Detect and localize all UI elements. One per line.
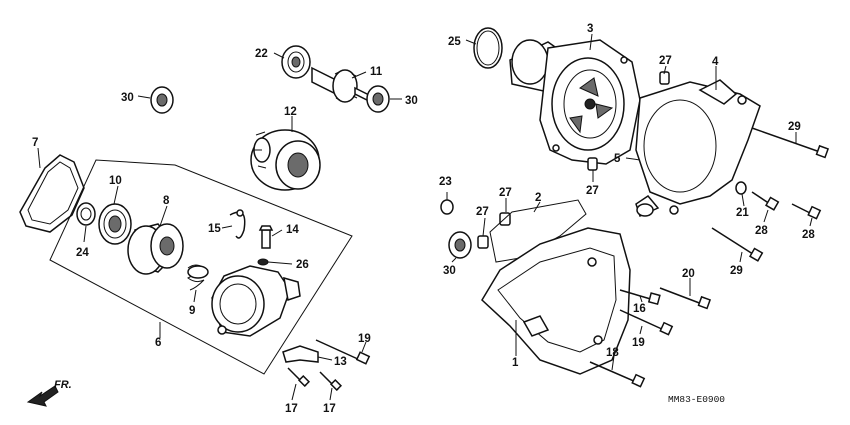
bolt-19-right — [619, 309, 674, 336]
clip-15 — [229, 209, 246, 239]
callout-29-b: 29 — [730, 265, 743, 277]
callout-27-c: 27 — [499, 187, 512, 199]
bearing-30-lower — [448, 231, 472, 259]
bracket-13 — [282, 345, 319, 363]
pump-housing — [211, 265, 301, 337]
callout-8: 8 — [163, 195, 170, 207]
bolt-16 — [619, 289, 661, 306]
bolt-28-upper — [751, 191, 780, 211]
callout-28-b: 28 — [802, 229, 815, 241]
seal-26 — [257, 258, 269, 266]
callout-22: 22 — [255, 48, 268, 60]
callout-5: 5 — [614, 153, 621, 165]
bolt-28-right — [791, 203, 822, 220]
dowel-27-d — [477, 235, 489, 249]
gear-assembly-12 — [250, 129, 321, 191]
callout-27-b: 27 — [586, 185, 599, 197]
callout-20: 20 — [682, 268, 695, 280]
callout-30-b: 30 — [405, 95, 418, 107]
pump-shaft-11 — [311, 66, 376, 106]
callout-13: 13 — [334, 356, 347, 368]
bolt-17-left — [287, 367, 311, 388]
callout-7: 7 — [32, 137, 38, 149]
bolt-20 — [659, 287, 712, 310]
callout-11: 11 — [370, 66, 383, 78]
callout-25: 25 — [448, 36, 461, 48]
callout-19-b: 19 — [632, 337, 645, 349]
callout-19-a: 19 — [358, 333, 371, 345]
seal-10 — [98, 203, 132, 245]
callout-14: 14 — [286, 224, 299, 236]
drum-8 — [127, 223, 184, 275]
front-arrow: FR. — [26, 379, 72, 407]
bearing-30-upper-right — [366, 85, 390, 113]
callout-21: 21 — [736, 207, 749, 219]
bolt-29-lower — [711, 227, 764, 262]
callout-16: 16 — [633, 303, 646, 315]
callout-23: 23 — [439, 176, 452, 188]
callout-3: 3 — [587, 23, 593, 35]
seal-24 — [76, 202, 96, 226]
cap-23 — [440, 199, 454, 215]
bolt-18 — [589, 361, 646, 388]
callout-30-a: 30 — [121, 92, 134, 104]
fitting-14 — [258, 225, 274, 249]
callout-26: 26 — [296, 259, 309, 271]
callout-17-a: 17 — [285, 403, 298, 415]
callout-30-c: 30 — [443, 265, 456, 277]
callout-2: 2 — [535, 192, 541, 204]
front-arrow-label: FR. — [54, 379, 72, 391]
gasket-7 — [19, 154, 85, 233]
callout-18: 18 — [606, 347, 619, 359]
gasket-2 — [489, 199, 587, 263]
callout-12: 12 — [284, 106, 297, 118]
callout-28-a: 28 — [755, 225, 768, 237]
callout-27-d: 27 — [476, 206, 489, 218]
bolt-17-right — [319, 371, 343, 392]
callout-1: 1 — [512, 357, 519, 369]
callout-10: 10 — [109, 175, 122, 187]
callout-17-b: 17 — [323, 403, 336, 415]
water-pump-body-3 — [509, 39, 641, 165]
dowel-27-b — [587, 157, 598, 171]
washer-21 — [735, 181, 747, 195]
callout-29-a: 29 — [788, 121, 801, 133]
drawing-code: MM83-E0900 — [668, 394, 725, 405]
assembly-box-6 — [49, 159, 353, 375]
callout-6: 6 — [155, 337, 161, 349]
bearing-22 — [281, 45, 311, 79]
callout-27-a: 27 — [659, 55, 672, 67]
callout-4: 4 — [712, 56, 719, 68]
callout-9: 9 — [189, 305, 195, 317]
callout-24: 24 — [76, 247, 89, 259]
leader-lines — [37, 33, 813, 401]
o-ring-25 — [473, 27, 503, 69]
pump-cover-4 — [635, 79, 761, 218]
callouts: 22 11 30 30 12 7 10 8 24 15 14 9 26 6 13… — [32, 23, 815, 415]
spring-9 — [187, 264, 209, 291]
bearing-30-upper-left — [150, 86, 174, 114]
cover-1 — [481, 227, 631, 375]
bolt-29-upper — [751, 127, 830, 159]
callout-15: 15 — [208, 223, 221, 235]
bolt-19-left — [315, 339, 371, 365]
